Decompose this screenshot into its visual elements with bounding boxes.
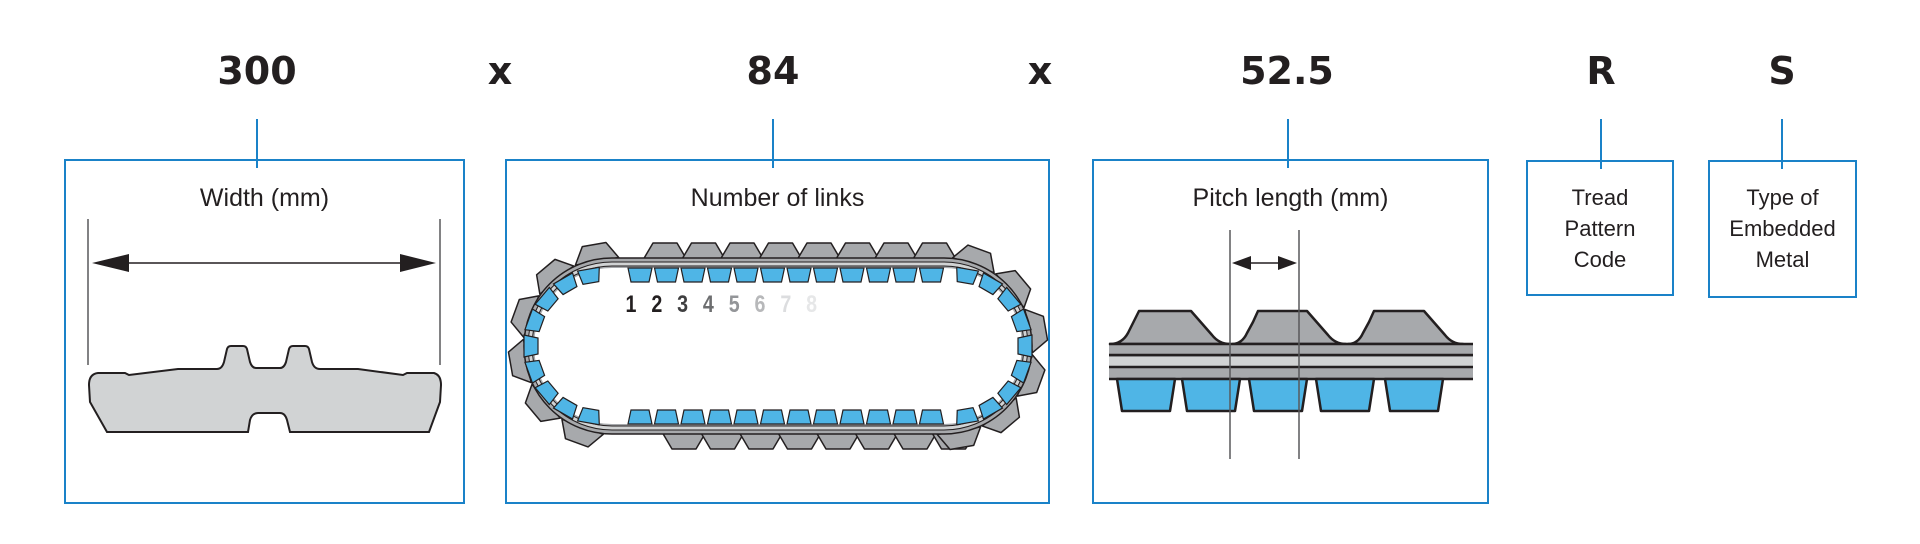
width-code: 300 xyxy=(217,49,297,93)
pitch-code: 52.5 xyxy=(1240,49,1334,93)
pitch-link xyxy=(1383,377,1445,413)
pitch-links xyxy=(1115,377,1445,413)
track-link xyxy=(1010,359,1032,384)
metal-line-2: Embedded xyxy=(1729,216,1836,241)
metal-box: Type of Embedded Metal xyxy=(1708,160,1857,298)
link-count-label: 1 xyxy=(626,290,637,317)
pitch-lug-1 xyxy=(1108,309,1232,346)
link-count-label: 7 xyxy=(780,290,791,317)
track-link xyxy=(552,396,578,420)
track-link xyxy=(653,267,680,283)
track-link xyxy=(865,267,892,283)
separator-x-1: x xyxy=(487,49,513,93)
metal-line-1: Type of xyxy=(1746,185,1819,210)
tread-line-3: Code xyxy=(1573,247,1627,272)
width-box: Width (mm) xyxy=(64,159,465,504)
track-link xyxy=(534,380,559,406)
links-connector xyxy=(772,119,774,168)
pitch-connector xyxy=(1287,119,1289,168)
metal-line-3: Metal xyxy=(1755,247,1810,272)
arrow-left-icon xyxy=(92,254,129,272)
track-link xyxy=(706,267,733,283)
tread-line-1: Tread xyxy=(1571,185,1629,210)
track-link xyxy=(576,406,600,426)
track-link xyxy=(576,266,600,286)
link-count-label: 4 xyxy=(703,290,715,317)
track-link xyxy=(997,286,1022,312)
pitch-link xyxy=(1247,377,1309,413)
track-link xyxy=(552,272,578,296)
track-link xyxy=(759,409,786,425)
links-code: 84 xyxy=(746,49,800,93)
track-link xyxy=(839,267,865,283)
arrow-right-icon xyxy=(400,254,436,272)
pitch-belt-core xyxy=(1109,357,1473,367)
track-link xyxy=(892,409,918,425)
track-link xyxy=(680,267,706,283)
pitch-box-title: Pitch length (mm) xyxy=(1192,184,1389,212)
tread-code: R xyxy=(1586,49,1616,93)
track-link xyxy=(524,359,546,384)
track-link xyxy=(1017,334,1033,358)
tread-box-title: Tread Pattern Code xyxy=(1528,182,1672,275)
track-link xyxy=(956,266,980,286)
track-link xyxy=(1010,308,1032,333)
pitch-lug-3 xyxy=(1346,309,1465,346)
width-box-title: Width (mm) xyxy=(199,184,330,212)
arrow-left-icon xyxy=(1232,256,1251,270)
pitch-link xyxy=(1314,377,1376,413)
pitch-box: Pitch length (mm) xyxy=(1092,159,1489,504)
track-link xyxy=(918,267,945,283)
links-box-title: Number of links xyxy=(690,184,865,212)
metal-code: S xyxy=(1768,49,1796,93)
link-count-label: 3 xyxy=(677,290,688,317)
track-link xyxy=(956,406,980,426)
tread-box: Tread Pattern Code xyxy=(1526,160,1674,296)
track-link xyxy=(706,409,733,425)
width-connector xyxy=(256,119,258,168)
track-link xyxy=(997,380,1022,406)
track-link xyxy=(978,272,1004,296)
separator-x-2: x xyxy=(1027,49,1053,93)
track-link xyxy=(892,267,918,283)
track-cross-section xyxy=(87,345,443,433)
track-link xyxy=(812,267,839,283)
track-link xyxy=(786,409,812,425)
arrow-right-icon xyxy=(1278,256,1297,270)
pitch-link xyxy=(1180,377,1242,413)
track-link xyxy=(653,409,680,425)
track-link xyxy=(523,334,539,358)
links-box: Number of links xyxy=(505,159,1050,504)
link-count-label: 6 xyxy=(755,290,766,317)
metal-box-title: Type of Embedded Metal xyxy=(1710,182,1855,275)
track-link xyxy=(865,409,892,425)
tread-line-2: Pattern xyxy=(1564,216,1636,241)
track-link xyxy=(918,409,945,425)
pitch-lug-2 xyxy=(1230,309,1348,346)
track-links xyxy=(523,266,1033,426)
track-link xyxy=(733,267,759,283)
track-link xyxy=(534,286,559,312)
track-link xyxy=(680,409,706,425)
link-count-label: 5 xyxy=(729,290,740,317)
track-lugs xyxy=(507,241,1049,451)
tread-connector xyxy=(1600,119,1602,169)
track-link xyxy=(627,267,653,283)
metal-connector xyxy=(1781,119,1783,169)
track-inner xyxy=(534,268,1022,424)
track-link xyxy=(759,267,786,283)
pitch-link xyxy=(1115,377,1177,413)
track-link xyxy=(786,267,812,283)
track-link xyxy=(978,396,1004,420)
track-link xyxy=(627,409,653,425)
track-link xyxy=(839,409,865,425)
track-link xyxy=(733,409,759,425)
track-link xyxy=(812,409,839,425)
track-link xyxy=(524,308,546,333)
link-count-label: 8 xyxy=(806,290,817,317)
link-count-label: 2 xyxy=(651,290,662,317)
